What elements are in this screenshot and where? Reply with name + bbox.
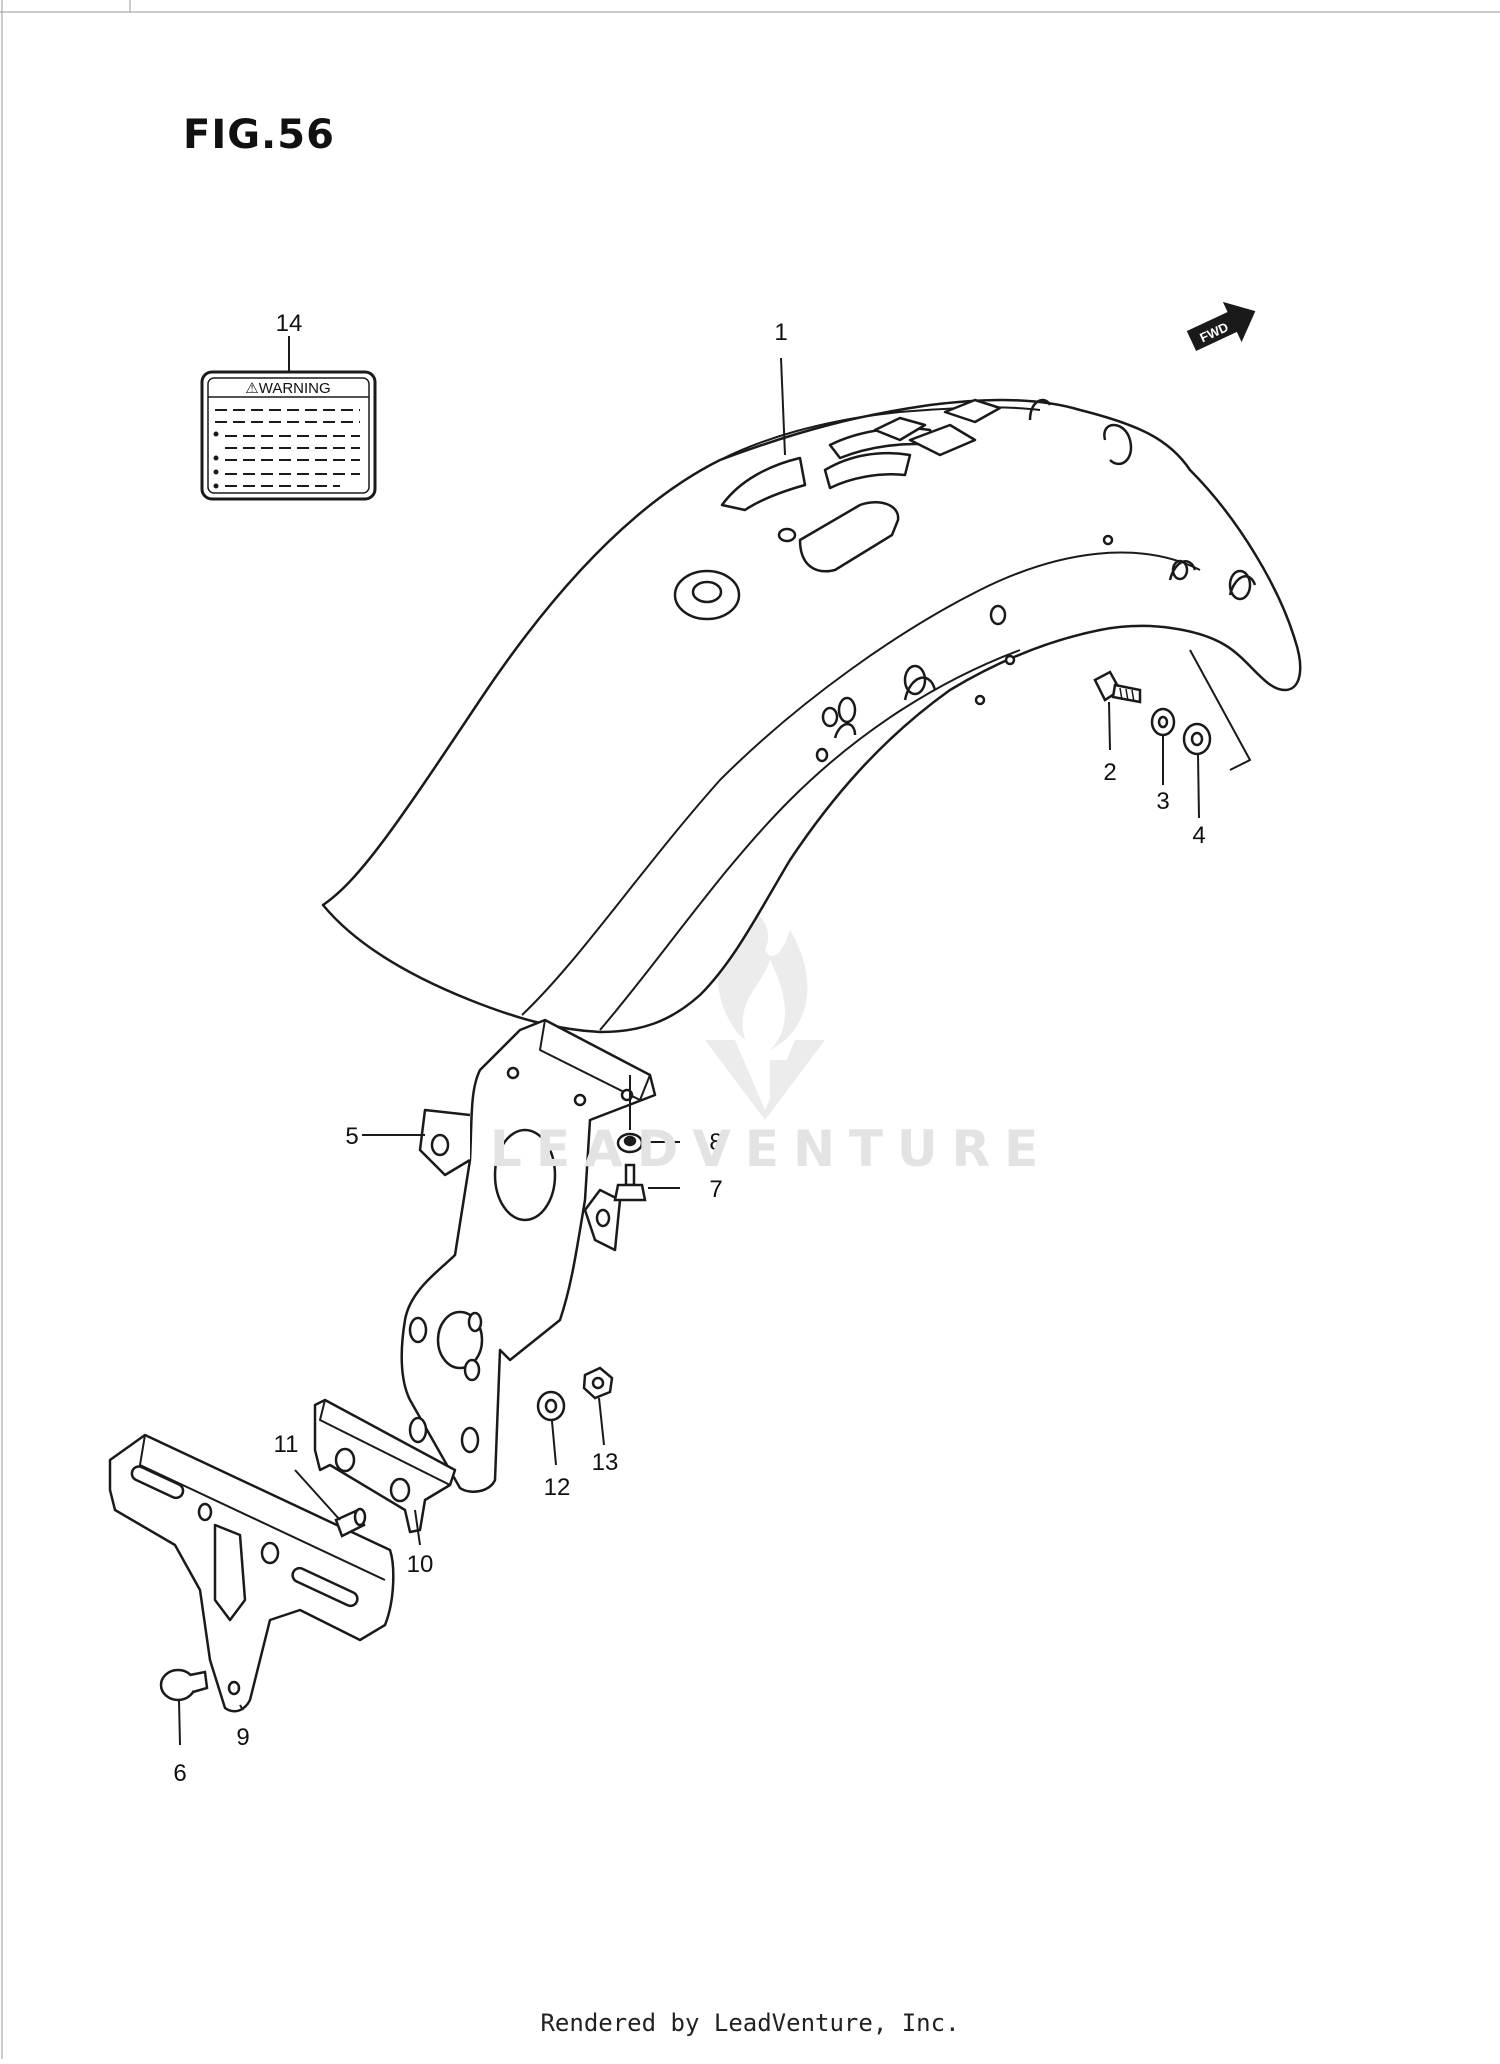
license-plate-bracket <box>108 1433 395 1713</box>
callout-8: 8 <box>709 1129 722 1156</box>
mounting-bracket <box>400 1018 657 1493</box>
callout-9: 9 <box>236 1724 249 1751</box>
callout-7: 7 <box>709 1176 722 1203</box>
warning-label-text: ⚠WARNING <box>245 380 330 397</box>
callout-labels: 14 1 2 3 4 5 8 7 12 13 11 10 9 6 <box>173 310 1205 1787</box>
cap-part-6 <box>159 1668 209 1702</box>
footer-credit: Rendered by LeadVenture, Inc. <box>540 2009 960 2037</box>
callout-11: 11 <box>274 1431 299 1458</box>
figure-title: FIG.56 <box>183 112 335 158</box>
washer-part-12 <box>536 1390 566 1422</box>
callout-5: 5 <box>345 1123 358 1150</box>
rear-fender <box>321 398 1302 1034</box>
callout-10: 10 <box>407 1551 434 1578</box>
nut-part-13 <box>582 1366 614 1400</box>
bolt-part-2 <box>1093 670 1142 704</box>
callout-3: 3 <box>1156 788 1169 815</box>
callout-1: 1 <box>774 319 787 346</box>
washer-part-3 <box>1150 707 1176 737</box>
collar-part-11 <box>334 1507 367 1538</box>
callout-6: 6 <box>173 1760 186 1787</box>
bolt-part-7 <box>613 1163 647 1202</box>
washer-part-4 <box>1182 722 1212 756</box>
fwd-arrow-icon <box>1186 301 1256 351</box>
callout-4: 4 <box>1192 822 1205 849</box>
callout-12: 12 <box>544 1474 571 1501</box>
watermark-text: LEADVENTURE <box>490 1120 1053 1178</box>
callout-13: 13 <box>592 1449 619 1476</box>
nut-part-8 <box>616 1132 644 1154</box>
plate-spacer <box>313 1398 457 1534</box>
leader-lines <box>178 336 1200 1746</box>
callout-14: 14 <box>276 310 303 337</box>
callout-2: 2 <box>1103 759 1116 786</box>
